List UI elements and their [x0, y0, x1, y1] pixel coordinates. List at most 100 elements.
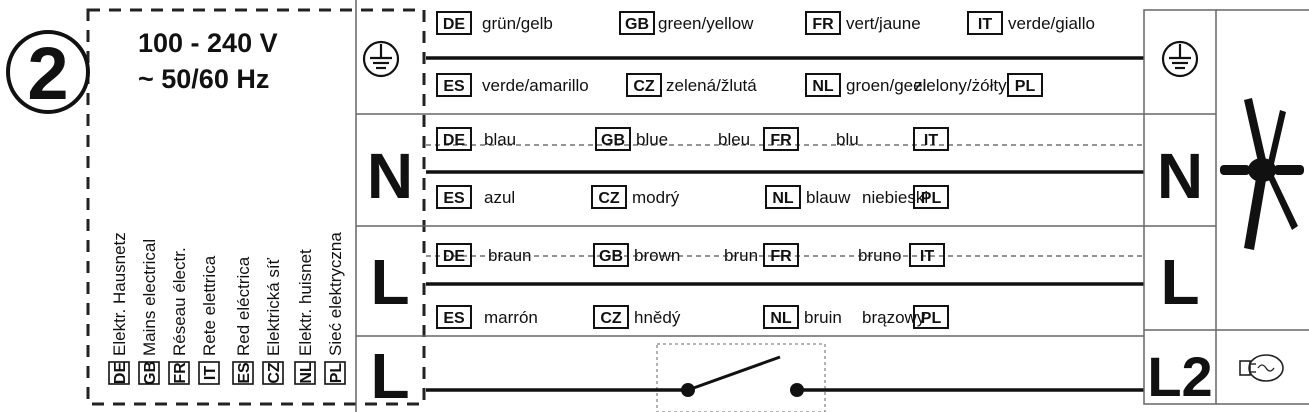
svg-text:NL: NL [770, 310, 792, 327]
mains-label-it: IT Rete elettrica [198, 255, 220, 385]
svg-text:GB: GB [142, 361, 159, 385]
mains-label-nl: NL Elektr. huisnet [294, 249, 316, 385]
label-neutral-pl: PL niebieski [862, 185, 949, 209]
svg-text:PL: PL [328, 363, 345, 384]
label-live-de: DE braun [436, 243, 531, 267]
neutral-labels-row1: DE blau GB blue FR bleu IT blu [436, 127, 949, 151]
switch-icon [687, 355, 781, 392]
svg-text:bruin: bruin [804, 308, 842, 327]
label-neutral-gb: GB blue [595, 127, 668, 151]
svg-text:verde/giallo: verde/giallo [1008, 14, 1095, 33]
svg-text:zielony/żółty: zielony/żółty [914, 76, 1007, 95]
live-labels-row2: ES marrón CZ hnědý NL bruin PL brązowy [436, 305, 949, 329]
svg-text:NL: NL [298, 362, 315, 384]
svg-text:zelená/žlutá: zelená/žlutá [666, 76, 757, 95]
svg-text:ES: ES [443, 310, 465, 327]
svg-text:ES: ES [443, 78, 465, 95]
svg-text:bleu: bleu [718, 130, 750, 149]
right-terminal-block [1143, 9, 1309, 405]
label-neutral-es: ES azul [436, 185, 515, 209]
label-live-cz: CZ hnědý [593, 305, 681, 329]
mains-label-fr: FR Réseau électr. [168, 247, 190, 385]
earth-symbol-icon-right [1161, 40, 1199, 78]
mains-label-cz: CZ Elektrická síť [262, 257, 284, 385]
svg-text:Red eléctrica: Red eléctrica [234, 256, 253, 356]
mains-label-de: DE Elektr. Hausnetz [108, 232, 130, 385]
svg-text:GB: GB [599, 248, 623, 265]
svg-text:Réseau électr.: Réseau électr. [170, 247, 189, 356]
label-live-nl: NL bruin [763, 305, 842, 329]
label-live-es: ES marrón [436, 305, 538, 329]
label-neutral-it: IT blu [836, 127, 949, 151]
left-terminal-block [355, 0, 424, 412]
terminal-right-n: N [1157, 140, 1203, 212]
label-earth-nl: NL groen/geel [805, 73, 926, 97]
label-live-it: IT bruno [858, 243, 945, 267]
terminal-right-l: L [1160, 246, 1199, 318]
svg-text:Elektr. huisnet: Elektr. huisnet [296, 249, 315, 356]
svg-text:Mains electrical: Mains electrical [140, 239, 159, 356]
svg-text:PL: PL [921, 310, 942, 327]
step-number: 2 [27, 32, 68, 115]
svg-text:GB: GB [601, 132, 625, 149]
neutral-labels-row2: ES azul CZ modrý NL blauw PL niebieski [436, 185, 949, 209]
svg-text:FR: FR [770, 132, 792, 149]
svg-text:braun: braun [488, 246, 531, 265]
svg-text:CZ: CZ [266, 362, 283, 384]
svg-text:grün/gelb: grün/gelb [482, 14, 553, 33]
label-earth-pl: PL zielony/żółty [914, 73, 1043, 97]
svg-text:hnědý: hnědý [634, 308, 681, 327]
label-earth-cz: CZ zelená/žlutá [626, 73, 757, 97]
label-neutral-de: DE blau [436, 127, 516, 151]
live-labels-row1: DE braun GB brown FR brun IT bruno [436, 243, 945, 267]
svg-text:DE: DE [443, 16, 466, 33]
svg-text:azul: azul [484, 188, 515, 207]
mains-dashed-box [86, 8, 426, 406]
svg-text:FR: FR [770, 248, 792, 265]
terminal-right-l2: L2 [1147, 345, 1212, 408]
terminal-left-l: L [370, 246, 409, 318]
label-earth-es: ES verde/amarillo [436, 73, 589, 97]
label-earth-de: DE grün/gelb [436, 11, 553, 35]
ceiling-fan-icon [1220, 98, 1304, 250]
svg-text:modrý: modrý [632, 188, 680, 207]
mains-label-pl: PL Sieć elektryczna [324, 232, 346, 385]
label-live-pl: PL brązowy [862, 305, 949, 329]
label-live-fr: FR brun [724, 243, 799, 267]
label-earth-gb: GB green/yellow [619, 11, 754, 35]
svg-text:brun: brun [724, 246, 758, 265]
svg-text:Elektrická síť: Elektrická síť [264, 257, 283, 356]
light-bulb-icon [1239, 354, 1284, 382]
svg-text:IT: IT [920, 248, 934, 265]
svg-text:ES: ES [236, 362, 253, 384]
svg-text:NL: NL [772, 190, 794, 207]
label-neutral-nl: NL blauw [765, 185, 851, 209]
label-neutral-cz: CZ modrý [591, 185, 680, 209]
svg-text:Elektr. Hausnetz: Elektr. Hausnetz [110, 232, 129, 356]
mains-labels: DE Elektr. Hausnetz GB Mains electrical … [108, 232, 346, 385]
step-circle [6, 30, 90, 114]
label-live-gb: GB brown [593, 243, 680, 267]
earth-labels-row1: DE grün/gelb GB green/yellow FR vert/jau… [436, 11, 1095, 35]
voltage-label: 100 - 240 V [138, 28, 278, 58]
label-earth-fr: FR vert/jaune [805, 11, 921, 35]
svg-text:GB: GB [625, 16, 649, 33]
svg-text:verde/amarillo: verde/amarillo [482, 76, 589, 95]
svg-text:PL: PL [1015, 78, 1036, 95]
frequency-label: ~ 50/60 Hz [138, 64, 269, 94]
svg-text:IT: IT [924, 132, 938, 149]
svg-text:vert/jaune: vert/jaune [846, 14, 921, 33]
svg-text:blue: blue [636, 130, 668, 149]
terminal-left-n: N [367, 140, 413, 212]
svg-text:FR: FR [812, 16, 834, 33]
mains-label-gb: GB Mains electrical [138, 239, 160, 385]
svg-text:NL: NL [812, 78, 834, 95]
mains-label-es: ES Red eléctrica [232, 256, 254, 385]
svg-text:marrón: marrón [484, 308, 538, 327]
svg-text:bruno: bruno [858, 246, 901, 265]
svg-text:brown: brown [634, 246, 680, 265]
svg-text:Rete elettrica: Rete elettrica [200, 255, 219, 356]
svg-text:DE: DE [443, 132, 466, 149]
